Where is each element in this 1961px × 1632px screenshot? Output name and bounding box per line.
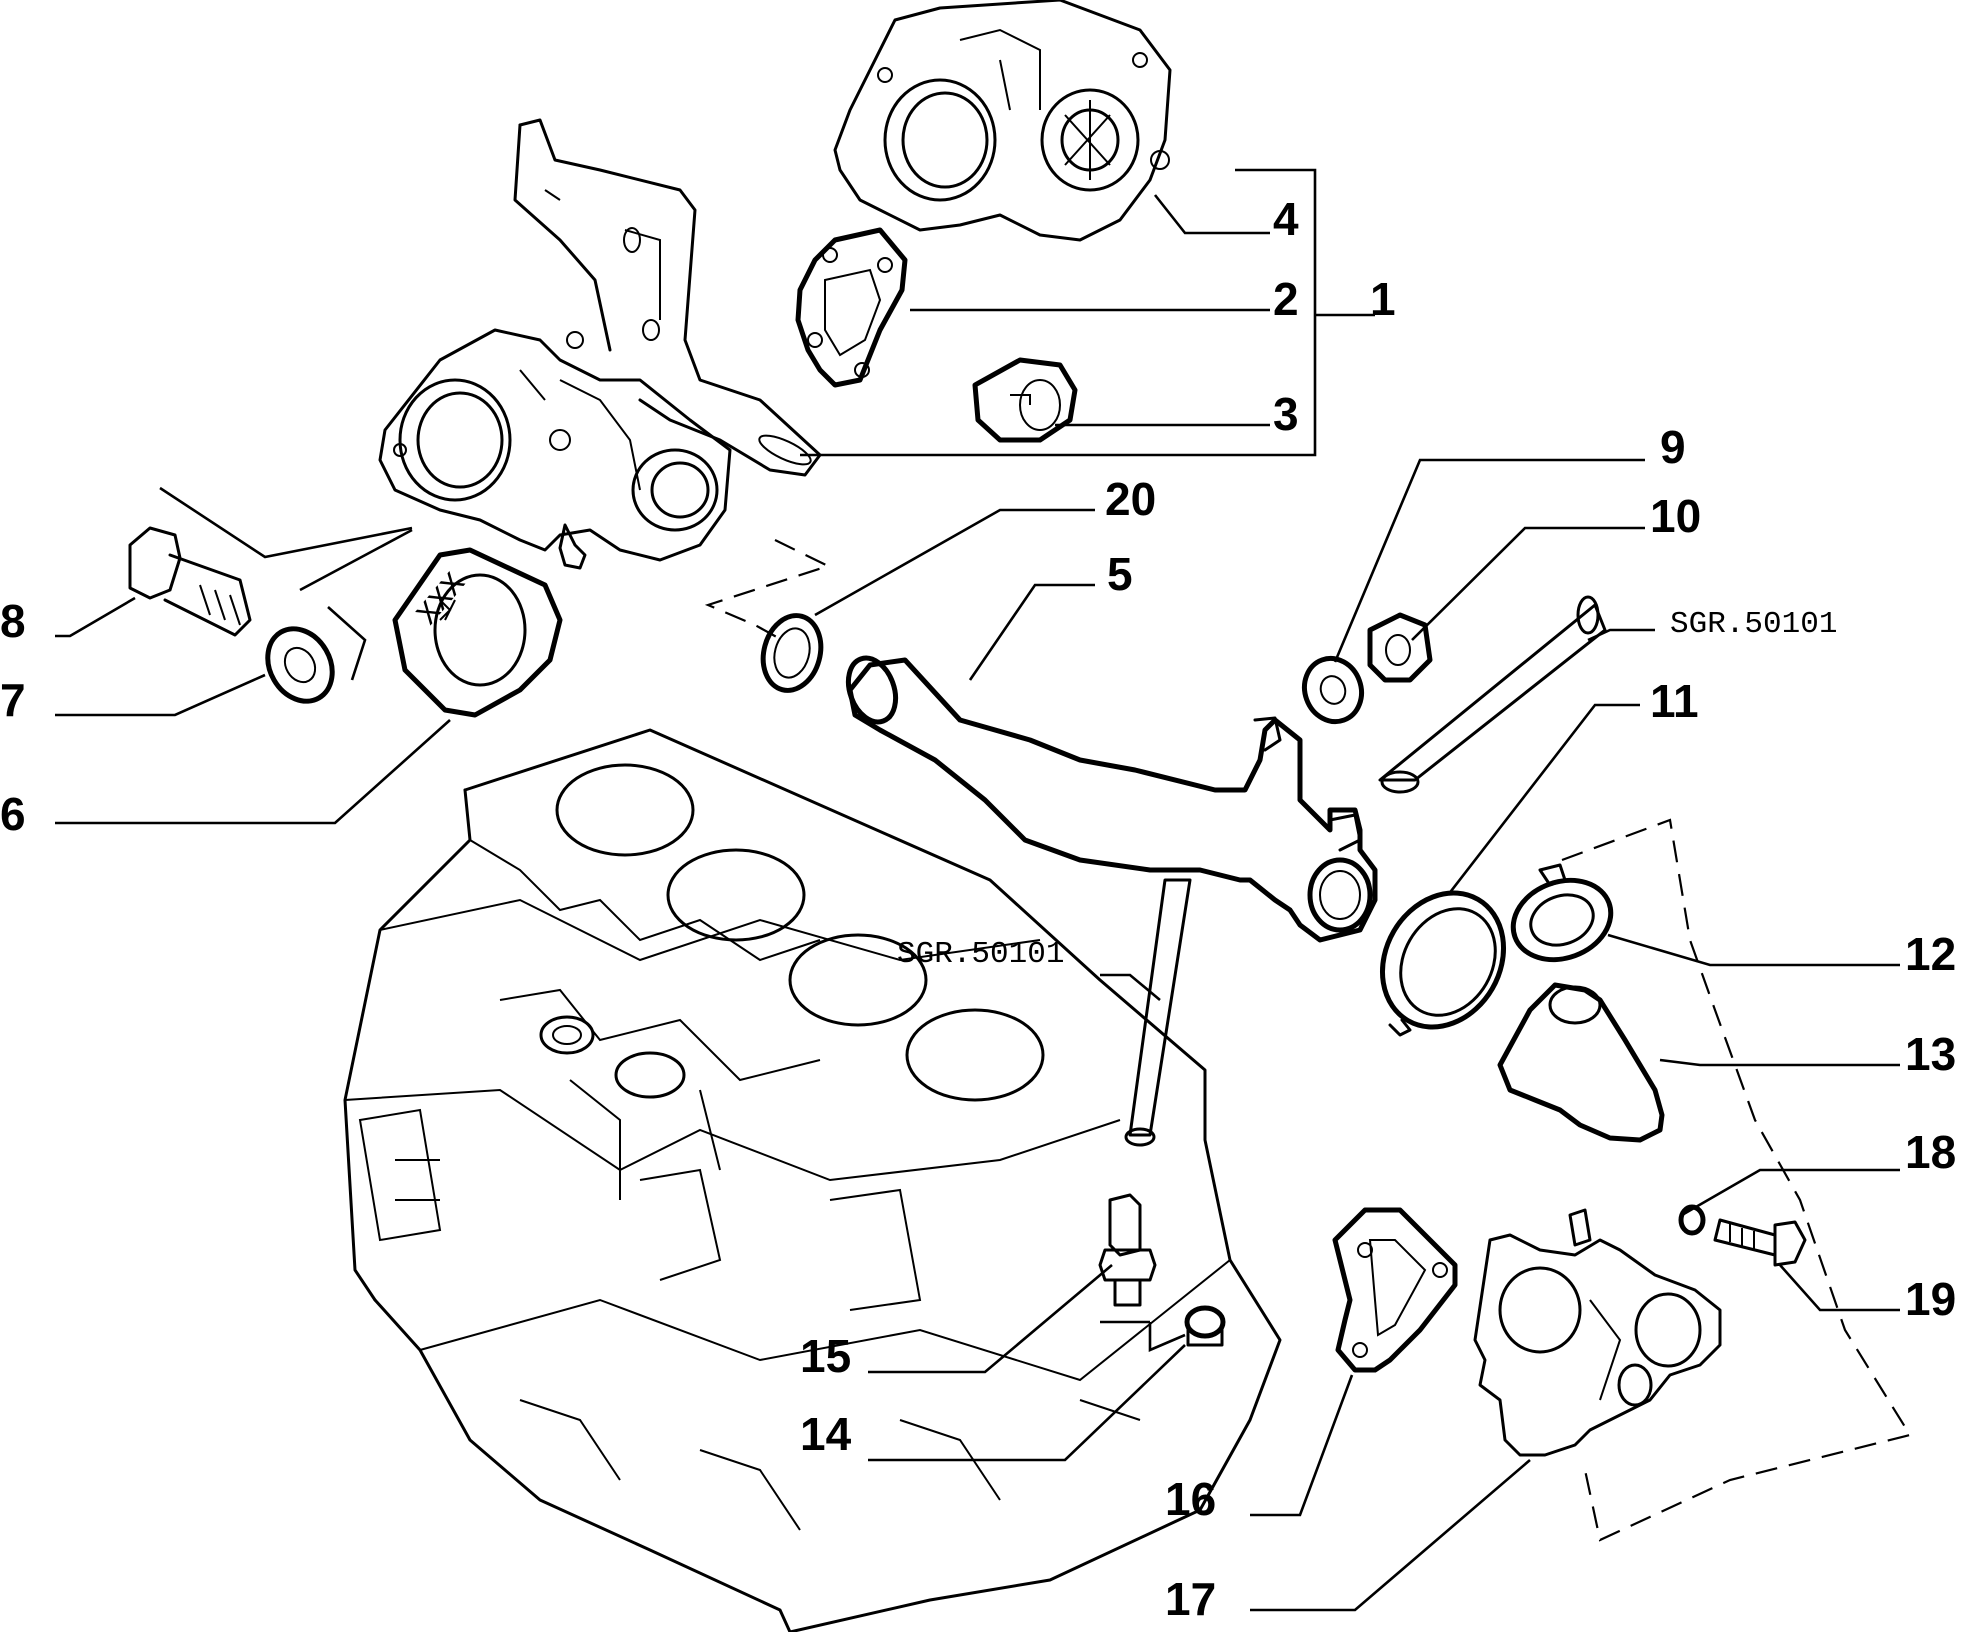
callout-8: 8 [0,595,26,647]
washer-part-18 [1678,1204,1706,1236]
hose-upper-reference: SGR.50101 [1670,607,1837,642]
callout-14: 14 [800,1408,852,1460]
callout-3: 3 [1273,388,1299,440]
engine-block [343,728,1282,1632]
clamp-part-11 [1379,890,1507,1037]
callout-9: 9 [1660,421,1686,473]
gasket-part-6 [392,547,563,718]
callout-17: 17 [1165,1573,1216,1625]
callout-13: 13 [1905,1028,1956,1080]
gasket-part-16 [1332,1207,1458,1373]
elbow-hose-part-13 [1497,982,1665,1143]
bolt-part-19 [1713,1218,1807,1267]
callout-11: 11 [1650,675,1699,727]
coolant-pipe-part-5 [845,655,1378,943]
gasket-part-2 [795,227,908,388]
callout-1: 1 [1370,273,1396,325]
hose-upper [1378,595,1607,794]
callout-10: 10 [1650,490,1701,542]
hose-lower-reference: SGR.50101 [897,937,1064,972]
bolt-part-8 [128,526,252,637]
callout-12: 12 [1905,928,1956,980]
callout-numbers: 1 2 3 4 5 6 7 8 9 10 11 12 13 14 15 16 1… [0,193,1956,1625]
callout-7: 7 [0,674,26,726]
plug-part-14 [1184,1305,1226,1347]
washer-part-7 [265,626,335,704]
callout-4: 4 [1273,193,1299,245]
callout-2: 2 [1273,273,1299,325]
callout-16: 16 [1165,1473,1216,1525]
o-ring-part-20 [760,613,824,693]
thermostat-housing-with-bracket [378,118,822,570]
thermostat-housing-part-17 [1473,1208,1722,1457]
assembly-guide-lines [159,486,1912,1542]
callout-5: 5 [1107,548,1133,600]
callout-19: 19 [1905,1273,1956,1325]
sleeve-part-3 [972,357,1078,443]
nut-part-10 [1367,612,1433,683]
callout-6: 6 [0,788,26,840]
callout-20: 20 [1105,473,1156,525]
sensor-part-15 [1098,1193,1157,1307]
pump-housing-part-4 [833,0,1172,242]
callout-18: 18 [1905,1126,1956,1178]
callout-15: 15 [800,1330,851,1382]
hose-lower [1124,878,1192,1147]
callout-leaders [55,168,1900,1612]
clamp-part-12 [1510,863,1614,963]
washer-part-9 [1302,655,1364,725]
